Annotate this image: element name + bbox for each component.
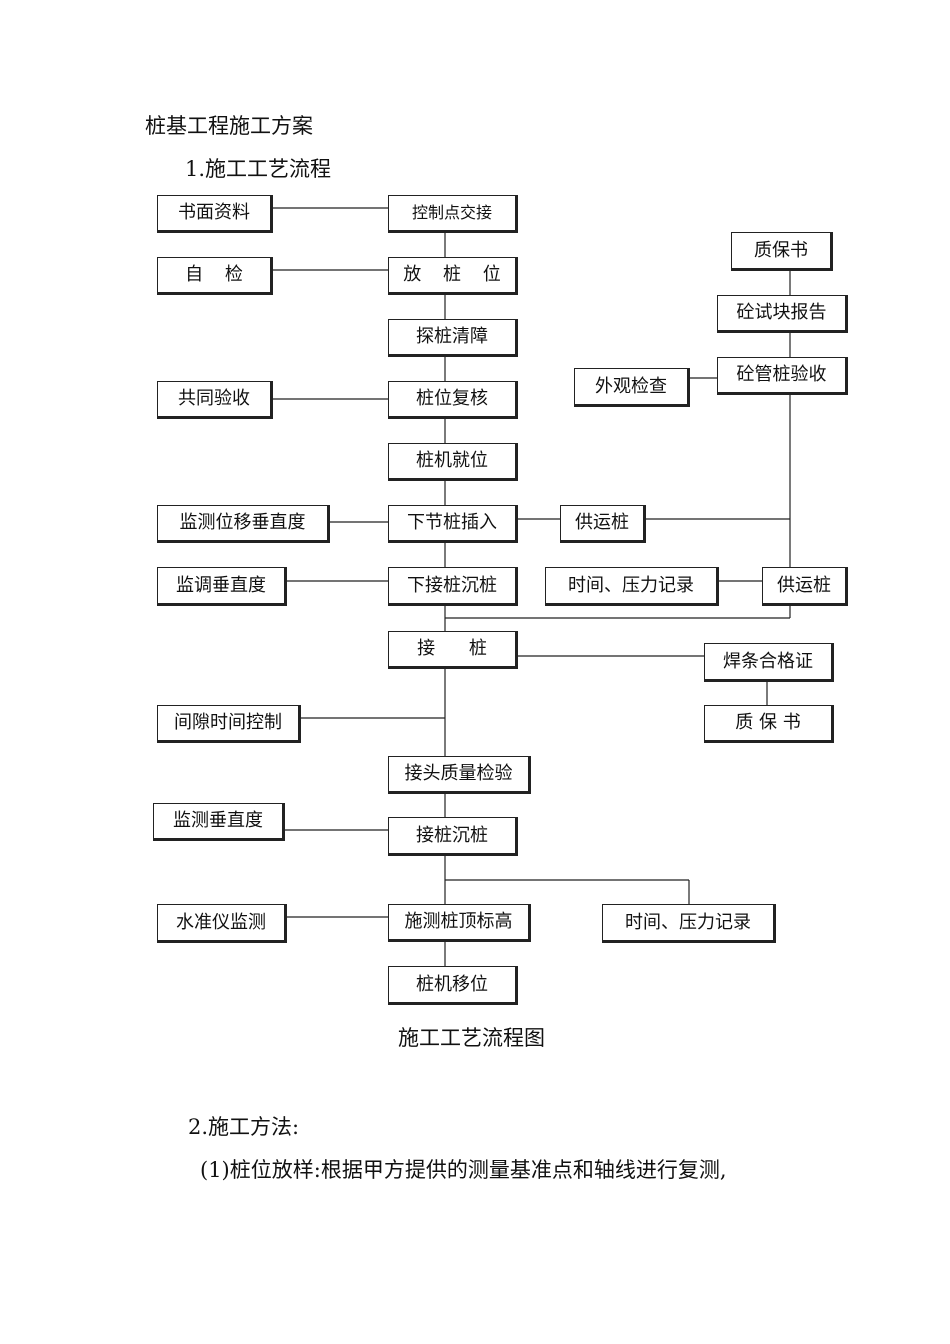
paragraph-1: (1)桩位放样:根据甲方提供的测量基准点和轴线进行复测, [200,1158,727,1182]
node-pile-top-elevation: 施测桩顶标高 [388,904,531,942]
node-level-monitoring: 水准仪监测 [157,904,287,943]
section-1-heading: 1.施工工艺流程 [185,157,332,181]
node-monitor-displacement-verticality: 监测位移垂直度 [157,505,330,543]
node-probe-clear-obstacles: 探桩清障 [388,319,518,357]
node-lower-pile-sinking: 下接桩沉桩 [388,567,518,606]
section-2-heading: 2.施工方法: [188,1115,300,1139]
node-joint-acceptance: 共同验收 [157,381,273,419]
node-control-point-handover: 控制点交接 [388,195,518,233]
document-title: 桩基工程施工方案 [145,114,313,138]
node-interval-time-control: 间隙时间控制 [157,705,301,743]
node-supply-pile-2: 供运桩 [762,567,848,606]
node-concrete-pipe-pile-acceptance: 砼管桩验收 [717,357,848,395]
node-time-pressure-record-1: 时间、压力记录 [545,567,719,606]
node-lower-pile-insertion: 下节桩插入 [388,505,518,543]
node-supply-pile-1: 供运桩 [560,505,646,543]
node-electrode-certificate: 焊条合格证 [704,643,834,682]
figure-caption: 施工工艺流程图 [398,1026,545,1050]
node-self-check: 自 检 [157,257,273,295]
node-pile-position-recheck: 桩位复核 [388,381,518,419]
node-splice-pile-sinking: 接桩沉桩 [388,817,518,856]
node-joint-quality-inspection: 接头质量检验 [388,756,531,794]
node-quality-certificate-1: 质保书 [731,232,833,271]
node-rig-in-position: 桩机就位 [388,443,518,481]
node-time-pressure-record-2: 时间、压力记录 [602,904,776,943]
node-concrete-test-report: 砼试块报告 [717,295,848,333]
node-appearance-check: 外观检查 [574,368,690,407]
node-quality-certificate-2: 质 保 书 [704,705,834,743]
node-monitor-verticality: 监测垂直度 [153,803,285,841]
node-rig-relocation: 桩机移位 [388,966,518,1005]
node-adjust-verticality: 监调垂直度 [157,567,287,606]
node-pile-splicing: 接 桩 [388,631,518,669]
node-written-docs: 书面资料 [157,195,273,233]
node-pile-layout: 放 桩 位 [388,257,518,295]
